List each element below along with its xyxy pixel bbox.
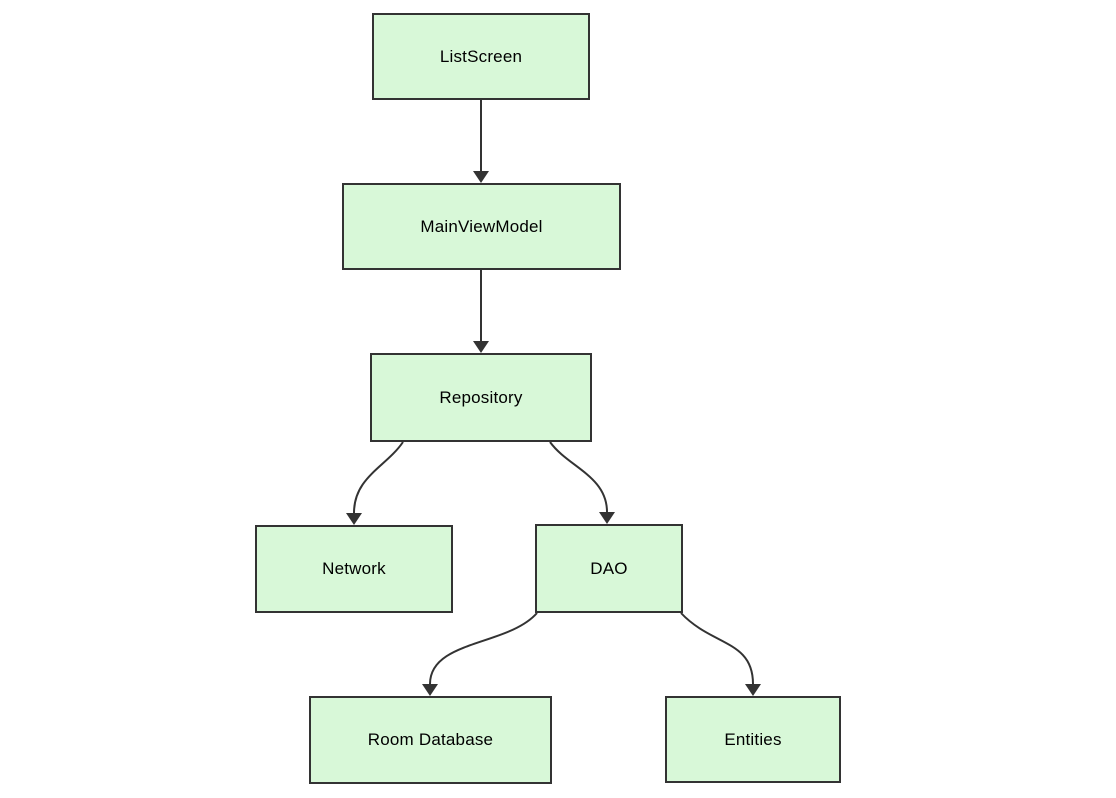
edge-repository-network <box>353 441 404 514</box>
edge-dao-roomdatabase <box>429 612 538 685</box>
arrowhead-network-icon <box>346 513 362 525</box>
edge-dao-entities <box>680 612 754 685</box>
node-entities: Entities <box>665 696 841 783</box>
node-dao-label: DAO <box>590 558 628 578</box>
node-repository: Repository <box>370 353 592 442</box>
arrowhead-entities-icon <box>745 684 761 696</box>
arrowhead-dao-icon <box>599 512 615 524</box>
node-network-label: Network <box>322 559 386 578</box>
node-listscreen-label: ListScreen <box>439 46 523 66</box>
node-entities-label: Entities <box>724 729 782 749</box>
node-room-database: Room Database <box>309 696 552 784</box>
arrowhead-repository-icon <box>473 341 489 353</box>
arrowhead-mainviewmodel-icon <box>473 171 489 183</box>
node-mainviewmodel-label: MainViewModel <box>420 216 543 236</box>
node-listscreen: ListScreen <box>372 13 590 100</box>
arrowhead-roomdatabase-icon <box>422 684 438 696</box>
edge-repository-dao <box>549 441 608 513</box>
node-repository-label: Repository <box>439 387 523 407</box>
node-network: Network <box>255 525 453 613</box>
node-room-database-label: Room Database <box>367 730 494 749</box>
node-dao: DAO <box>535 524 683 613</box>
node-mainviewmodel: MainViewModel <box>342 183 621 270</box>
